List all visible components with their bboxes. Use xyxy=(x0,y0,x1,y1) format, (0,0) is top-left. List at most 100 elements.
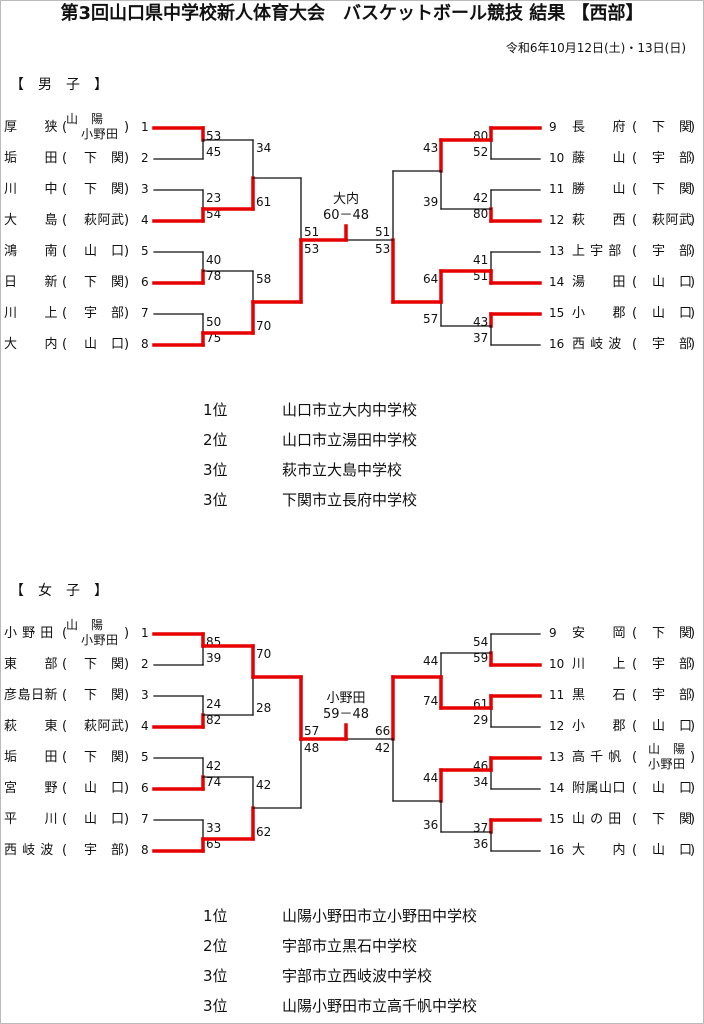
paren-open: ( xyxy=(62,275,68,290)
paren-open: ( xyxy=(62,244,68,259)
result-rank: 2位 xyxy=(203,431,228,449)
paren-open: ( xyxy=(62,337,68,352)
team-number: 13 xyxy=(549,244,565,258)
paren-open: ( xyxy=(62,781,68,796)
score: 62 xyxy=(256,825,272,839)
score: 43 xyxy=(423,141,439,155)
paren-close: ) xyxy=(690,120,696,135)
team-region: 宇 部 xyxy=(652,337,693,352)
score: 66 xyxy=(375,724,391,738)
score: 57 xyxy=(304,724,320,738)
paren-close: ) xyxy=(690,244,696,259)
paren-open: ( xyxy=(632,275,638,290)
team-number: 9 xyxy=(549,120,557,134)
result-school: 萩市立大島中学校 xyxy=(282,461,403,479)
team-region: 萩阿武 xyxy=(84,213,125,228)
score: 37 xyxy=(473,821,489,835)
tournament-date: 令和6年10月12日(土)・13日(日) xyxy=(505,41,686,55)
paren-close: ) xyxy=(124,337,130,352)
team-region: 山 口 xyxy=(84,337,125,352)
score: 53 xyxy=(304,242,320,256)
paren-close: ) xyxy=(124,843,130,858)
team-region: 下 関 xyxy=(84,657,125,672)
team-number: 8 xyxy=(141,337,149,351)
paren-open: ( xyxy=(62,626,68,641)
paren-open: ( xyxy=(632,244,638,259)
paren-close: ) xyxy=(690,151,696,166)
result-rank: 3位 xyxy=(203,491,228,509)
team-region: 山 口 xyxy=(652,306,693,321)
team-region: 山 口 xyxy=(652,275,693,290)
score: 42 xyxy=(375,741,391,755)
paren-open: ( xyxy=(62,719,68,734)
final-score: 59－48 xyxy=(322,707,370,722)
score: 43 xyxy=(473,315,489,329)
paren-close: ) xyxy=(690,213,696,228)
team-region: 宇 部 xyxy=(652,688,693,703)
score: 36 xyxy=(423,818,439,832)
team-name: 萩 東 xyxy=(4,719,59,734)
score: 82 xyxy=(206,713,222,727)
team-number: 10 xyxy=(549,657,565,671)
team-number: 12 xyxy=(549,719,565,733)
page-title: 第3回山口県中学校新人体育大会 バスケットボール競技 結果 【西部】 xyxy=(60,3,644,24)
paren-close: ) xyxy=(690,781,696,796)
team-number: 5 xyxy=(141,750,149,764)
score: 44 xyxy=(423,771,439,785)
paren-open: ( xyxy=(62,750,68,765)
team-region: 萩阿武 xyxy=(84,719,125,734)
team-region: 下 関 xyxy=(84,688,125,703)
result-school: 下関市立長府中学校 xyxy=(282,491,418,509)
paren-close: ) xyxy=(124,182,130,197)
team-name: 萩 西 xyxy=(572,213,627,228)
team-name: 川 上 xyxy=(4,306,59,321)
team-number: 11 xyxy=(549,182,565,196)
score: 48 xyxy=(304,741,320,755)
team-number: 13 xyxy=(549,750,565,764)
score: 74 xyxy=(206,775,222,789)
team-number: 4 xyxy=(141,719,149,733)
score: 54 xyxy=(473,635,489,649)
section-heading: 【 男 子 】 xyxy=(10,77,108,93)
team-region: 宇 部 xyxy=(652,657,693,672)
result-rank: 1位 xyxy=(203,907,228,925)
paren-close: ) xyxy=(124,688,130,703)
score: 74 xyxy=(423,694,439,708)
team-name: 小 野 田 xyxy=(4,626,54,641)
team-name: 西 岐 波 xyxy=(572,337,622,352)
team-name: 日 新 xyxy=(4,275,59,290)
paren-close: ) xyxy=(690,275,696,290)
team-number: 14 xyxy=(549,275,565,289)
score: 24 xyxy=(206,697,222,711)
result-rank: 3位 xyxy=(203,461,228,479)
paren-open: ( xyxy=(62,120,68,135)
result-school: 山口市立大内中学校 xyxy=(282,401,418,419)
team-region: 山 陽 xyxy=(66,112,104,126)
paren-close: ) xyxy=(124,151,130,166)
paren-open: ( xyxy=(62,812,68,827)
paren-close: ) xyxy=(690,812,696,827)
team-region: 下 関 xyxy=(652,120,693,135)
team-region: 山 陽 xyxy=(66,618,104,632)
team-name: 小 郡 xyxy=(572,306,627,321)
team-name: 川 上 xyxy=(572,657,627,672)
team-name: 勝 山 xyxy=(572,182,627,197)
score: 29 xyxy=(473,713,489,727)
paren-close: ) xyxy=(124,657,130,672)
paren-open: ( xyxy=(62,657,68,672)
score: 42 xyxy=(256,778,272,792)
team-number: 9 xyxy=(549,626,557,640)
result-rank: 1位 xyxy=(203,401,228,419)
team-name: 藤 山 xyxy=(572,151,627,166)
team-name: 黒 石 xyxy=(572,688,627,703)
team-region: 萩阿武 xyxy=(652,213,693,228)
score: 75 xyxy=(206,331,222,345)
team-number: 7 xyxy=(141,812,149,826)
team-number: 6 xyxy=(141,275,149,289)
paren-close: ) xyxy=(124,812,130,827)
paren-open: ( xyxy=(632,719,638,734)
paren-close: ) xyxy=(690,750,696,765)
result-school: 山口市立湯田中学校 xyxy=(282,431,418,449)
team-name: 鴻 南 xyxy=(4,244,59,259)
team-name: 彦島日新 xyxy=(4,688,59,703)
